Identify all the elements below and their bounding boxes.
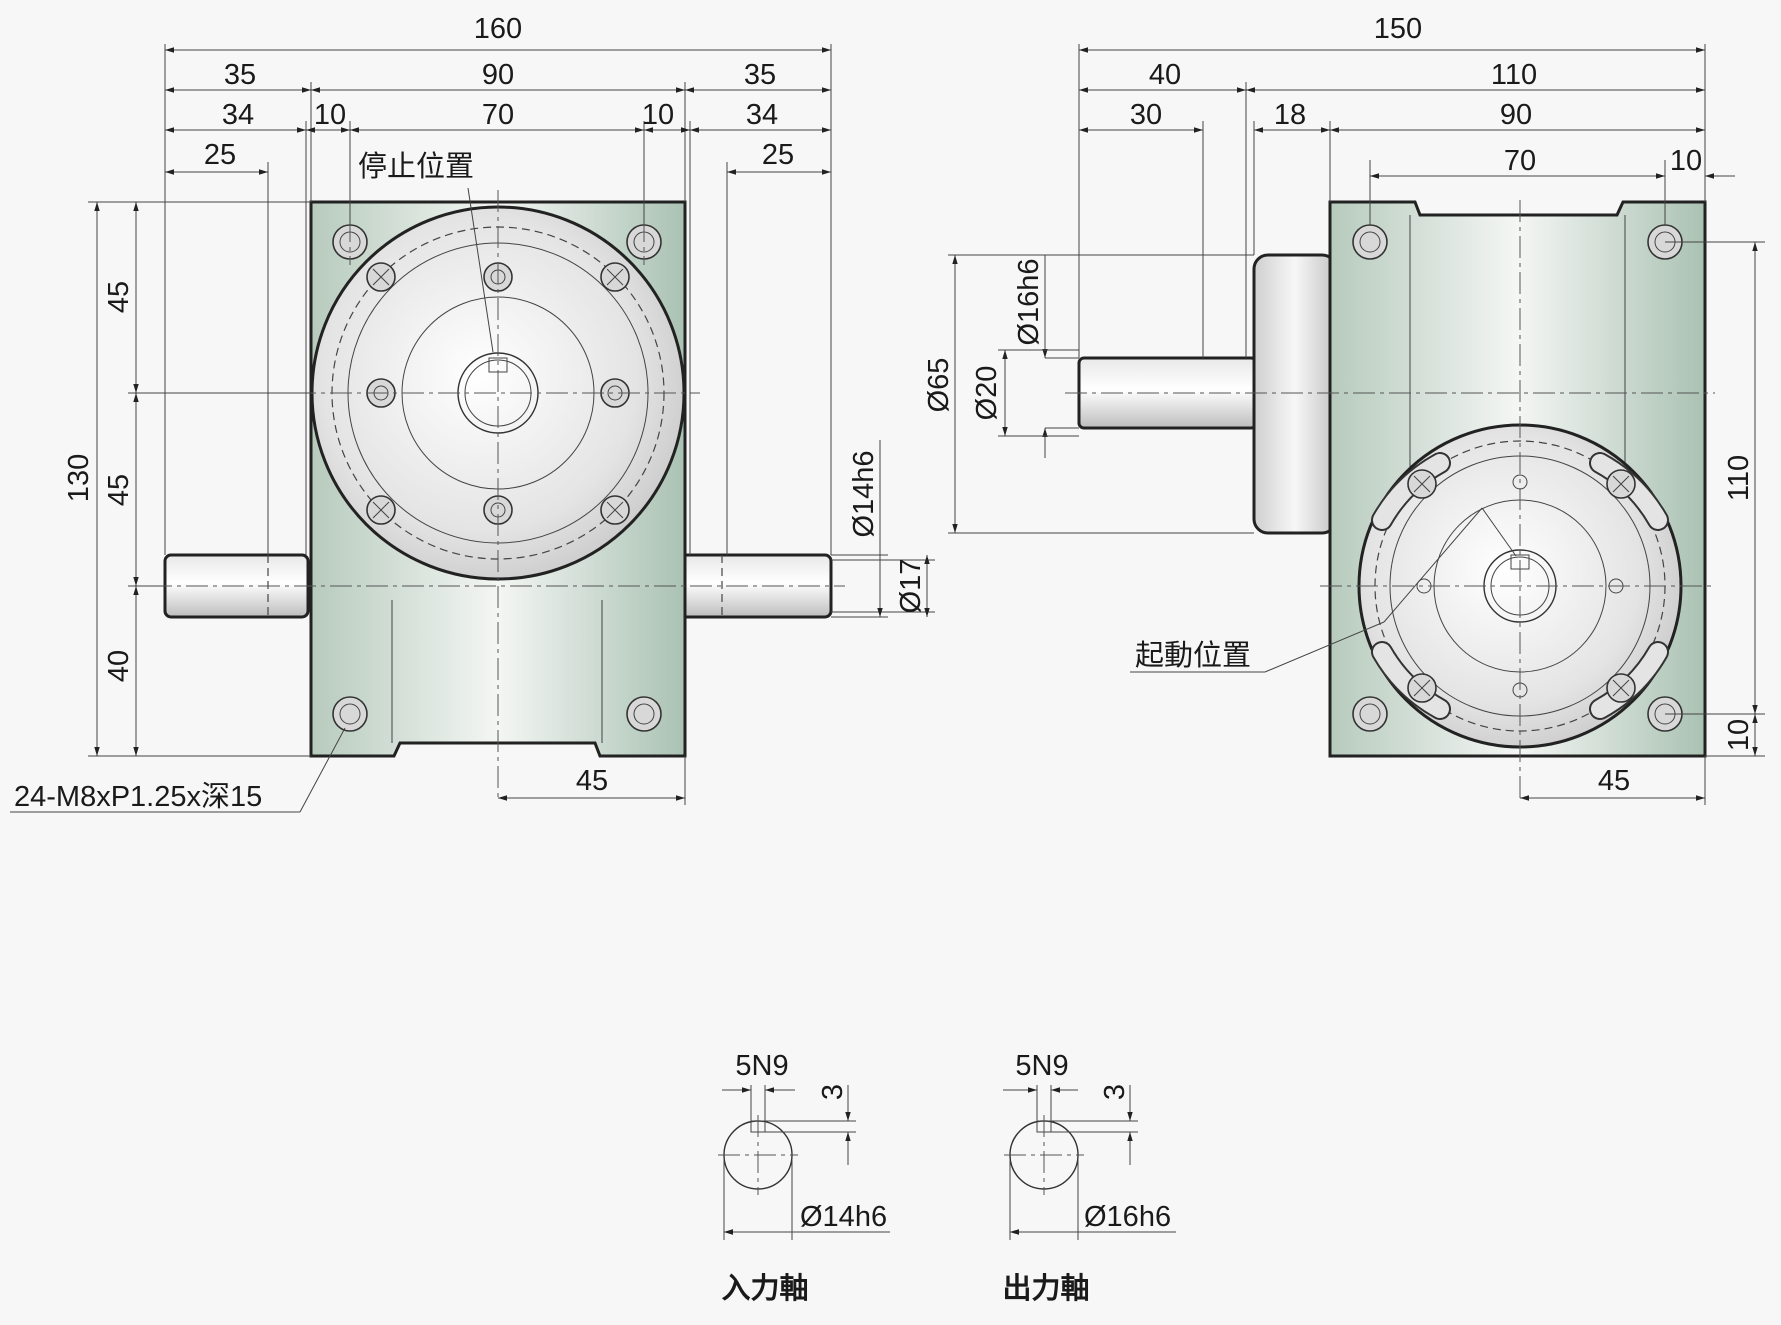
side-dim-bottom-10: 10 — [1723, 719, 1755, 751]
stop-position-leader — [467, 187, 494, 353]
side-dim-dia-16h6: Ø16h6 — [1013, 258, 1045, 345]
side-top-dims — [1078, 44, 1735, 358]
disc-bolts — [366, 262, 630, 525]
side-dim-shaft-30: 30 — [1130, 99, 1162, 131]
side-dim-bottom-45: 45 — [1598, 765, 1630, 797]
dim-right-25: 25 — [762, 139, 794, 171]
dim-lower-45: 45 — [103, 474, 135, 506]
dim-left-35: 35 — [224, 59, 256, 91]
dim-left-34: 34 — [222, 99, 254, 131]
input-shaft-title: 入力軸 — [721, 1272, 808, 1305]
output-shaft-detail: 5N9 3 Ø16h6 出力軸 — [1002, 1050, 1176, 1305]
dim-shaft-14h6: Ø14h6 — [848, 450, 880, 537]
side-dim-gap-18: 18 — [1274, 99, 1306, 131]
dim-bottom-45: 45 — [576, 765, 608, 797]
dim-center-70: 70 — [482, 99, 514, 131]
side-hub — [1252, 253, 1338, 535]
start-position-label: 起動位置 — [1135, 639, 1251, 672]
stop-position-label: 停止位置 — [358, 150, 474, 183]
input-dia-label: Ø14h6 — [800, 1201, 887, 1233]
dim-left-25: 25 — [204, 139, 236, 171]
side-dim-body-90: 90 — [1500, 99, 1532, 131]
dim-left-10: 10 — [314, 99, 346, 131]
tap-holes-label: 24-M8xP1.25x深15 — [14, 781, 262, 813]
side-dim-dia-65: Ø65 — [923, 358, 955, 413]
output-depth-label: 3 — [1099, 1084, 1131, 1100]
side-dim-height-110: 110 — [1723, 455, 1755, 501]
front-view: 160 35 90 35 34 10 70 10 34 25 25 停止位置 1… — [10, 13, 935, 813]
output-dia-label: Ø16h6 — [1084, 1201, 1171, 1233]
side-dim-inner-70: 70 — [1504, 145, 1536, 177]
side-disc-bolts — [1407, 469, 1636, 703]
dim-height-130: 130 — [63, 454, 95, 502]
dim-upper-45: 45 — [103, 281, 135, 313]
output-shaft-title: 出力軸 — [1002, 1272, 1089, 1305]
side-dim-left-40: 40 — [1149, 59, 1181, 91]
input-depth-label: 3 — [817, 1084, 849, 1100]
side-view: 起動位置 150 40 110 30 18 90 — [923, 13, 1765, 805]
dim-bottom-40: 40 — [103, 650, 135, 682]
front-top-dims — [164, 44, 832, 555]
side-dim-dia-20: Ø20 — [971, 366, 1003, 421]
output-key-label: 5N9 — [1015, 1050, 1068, 1082]
dim-shaft-17: Ø17 — [895, 559, 927, 614]
dim-center-90: 90 — [482, 59, 514, 91]
side-dim-right-110: 110 — [1491, 59, 1537, 91]
dim-right-35: 35 — [744, 59, 776, 91]
dim-total-width: 160 — [474, 13, 522, 45]
dim-right-10: 10 — [642, 99, 674, 131]
input-key-label: 5N9 — [735, 1050, 788, 1082]
input-shaft-detail: 5N9 3 Ø14h6 入力軸 — [718, 1050, 890, 1305]
side-dim-edge-10: 10 — [1670, 145, 1702, 177]
dim-right-34: 34 — [746, 99, 778, 131]
front-right-dims — [831, 440, 935, 618]
side-dim-total-width: 150 — [1374, 13, 1422, 45]
side-right-dims — [1665, 241, 1765, 757]
side-left-dims — [948, 254, 1254, 534]
front-left-dims — [88, 201, 311, 757]
